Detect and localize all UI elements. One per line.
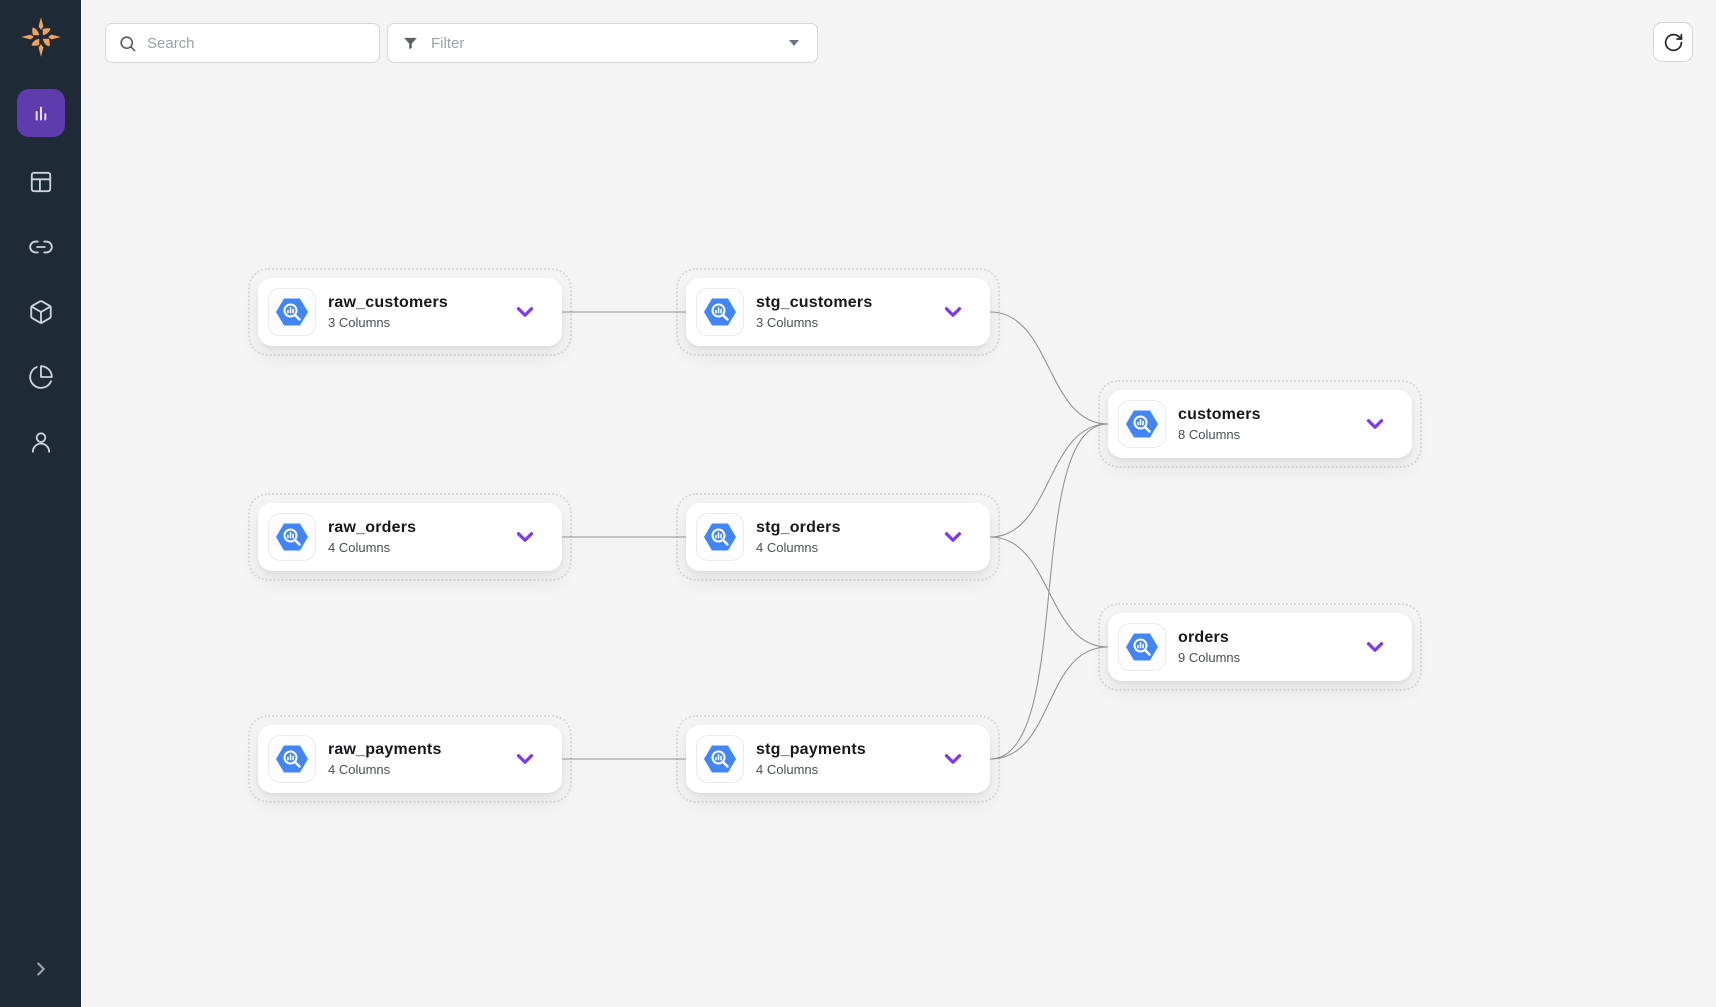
- node-subtitle: 4 Columns: [328, 762, 391, 777]
- node-subtitle: 8 Columns: [1178, 427, 1241, 442]
- bigquery-icon: [1118, 623, 1166, 671]
- bigquery-icon: [268, 735, 316, 783]
- chevron-down-icon[interactable]: [512, 299, 538, 325]
- refresh-icon: [1664, 33, 1682, 51]
- bigquery-icon: [696, 288, 744, 336]
- node-title: orders: [1178, 629, 1229, 646]
- chevron-down-icon[interactable]: [1362, 634, 1388, 660]
- search-icon: [120, 35, 136, 51]
- funnel-icon: [404, 37, 417, 49]
- sidebar-expand-button[interactable]: [21, 949, 61, 989]
- filter-dropdown[interactable]: Filter: [387, 23, 818, 63]
- node-text: raw_orders 4 Columns: [328, 519, 416, 555]
- edge-stg_orders-customers: [989, 423, 1109, 538]
- node-title: raw_customers: [328, 294, 448, 311]
- node-text: stg_orders 4 Columns: [756, 519, 841, 555]
- node-subtitle: 3 Columns: [328, 315, 391, 330]
- node-text: stg_customers 3 Columns: [756, 294, 872, 330]
- node-text: raw_customers 3 Columns: [328, 294, 448, 330]
- bigquery-icon: [1118, 400, 1166, 448]
- node-subtitle: 9 Columns: [1178, 650, 1241, 665]
- node-title: stg_customers: [756, 294, 873, 311]
- bar-chart-icon: [35, 106, 46, 121]
- sidebar-item-lineage[interactable]: [16, 89, 65, 137]
- node-subtitle: 4 Columns: [328, 540, 391, 555]
- search-input[interactable]: [147, 34, 367, 52]
- search-box[interactable]: [105, 23, 380, 63]
- edge-stg_payments-customers: [989, 423, 1109, 760]
- chevron-down-icon[interactable]: [940, 524, 966, 550]
- edge-stg_customers-customers: [989, 311, 1109, 425]
- sidebar-item-links[interactable]: [17, 227, 65, 267]
- node-title: stg_payments: [756, 741, 866, 758]
- node-subtitle: 3 Columns: [756, 315, 819, 330]
- graph-node-raw_payments[interactable]: raw_payments 4 Columns: [248, 715, 572, 803]
- chevron-down-icon[interactable]: [940, 746, 966, 772]
- bigquery-icon: [696, 735, 744, 783]
- link-icon: [28, 240, 53, 254]
- caret-down-icon: [789, 40, 799, 46]
- node-text: customers 8 Columns: [1178, 406, 1261, 442]
- filter-label: Filter: [431, 34, 465, 52]
- box-icon: [29, 300, 52, 324]
- sparkle-logo-icon: [20, 17, 61, 57]
- graph-node-stg_orders[interactable]: stg_orders 4 Columns: [676, 493, 1000, 581]
- graph-node-raw_customers[interactable]: raw_customers 3 Columns: [248, 268, 572, 356]
- graph-node-stg_payments[interactable]: stg_payments 4 Columns: [676, 715, 1000, 803]
- node-text: raw_payments 4 Columns: [328, 741, 442, 777]
- edge-stg_payments-orders: [989, 646, 1109, 760]
- pie-chart-icon: [28, 365, 53, 389]
- graph-node-stg_customers[interactable]: stg_customers 3 Columns: [676, 268, 1000, 356]
- layout-panels-icon: [30, 171, 51, 193]
- node-title: stg_orders: [756, 519, 841, 536]
- chevron-down-icon[interactable]: [1362, 411, 1388, 437]
- node-subtitle: 4 Columns: [756, 762, 819, 777]
- sidebar: [0, 0, 81, 1007]
- chevron-down-icon[interactable]: [512, 524, 538, 550]
- graph-node-orders[interactable]: orders 9 Columns: [1098, 603, 1422, 691]
- bigquery-icon: [268, 288, 316, 336]
- app-logo: [18, 14, 64, 60]
- graph-node-raw_orders[interactable]: raw_orders 4 Columns: [248, 493, 572, 581]
- edge-stg_orders-orders: [989, 536, 1109, 648]
- node-title: raw_orders: [328, 519, 417, 536]
- sidebar-item-reports[interactable]: [17, 357, 65, 397]
- chevron-down-icon[interactable]: [512, 746, 538, 772]
- sidebar-item-tables[interactable]: [17, 162, 65, 202]
- bigquery-icon: [268, 513, 316, 561]
- sidebar-item-models[interactable]: [17, 292, 65, 332]
- graph-node-customers[interactable]: customers 8 Columns: [1098, 380, 1422, 468]
- chevron-down-icon[interactable]: [940, 299, 966, 325]
- refresh-button[interactable]: [1653, 22, 1693, 62]
- node-subtitle: 4 Columns: [756, 540, 819, 555]
- bigquery-icon: [696, 513, 744, 561]
- sidebar-item-profile[interactable]: [17, 422, 65, 462]
- node-text: stg_payments 4 Columns: [756, 741, 866, 777]
- user-icon: [31, 432, 50, 453]
- node-title: raw_payments: [328, 741, 442, 758]
- node-title: customers: [1178, 406, 1261, 423]
- chevron-right-icon: [36, 962, 45, 976]
- node-text: orders 9 Columns: [1178, 629, 1240, 665]
